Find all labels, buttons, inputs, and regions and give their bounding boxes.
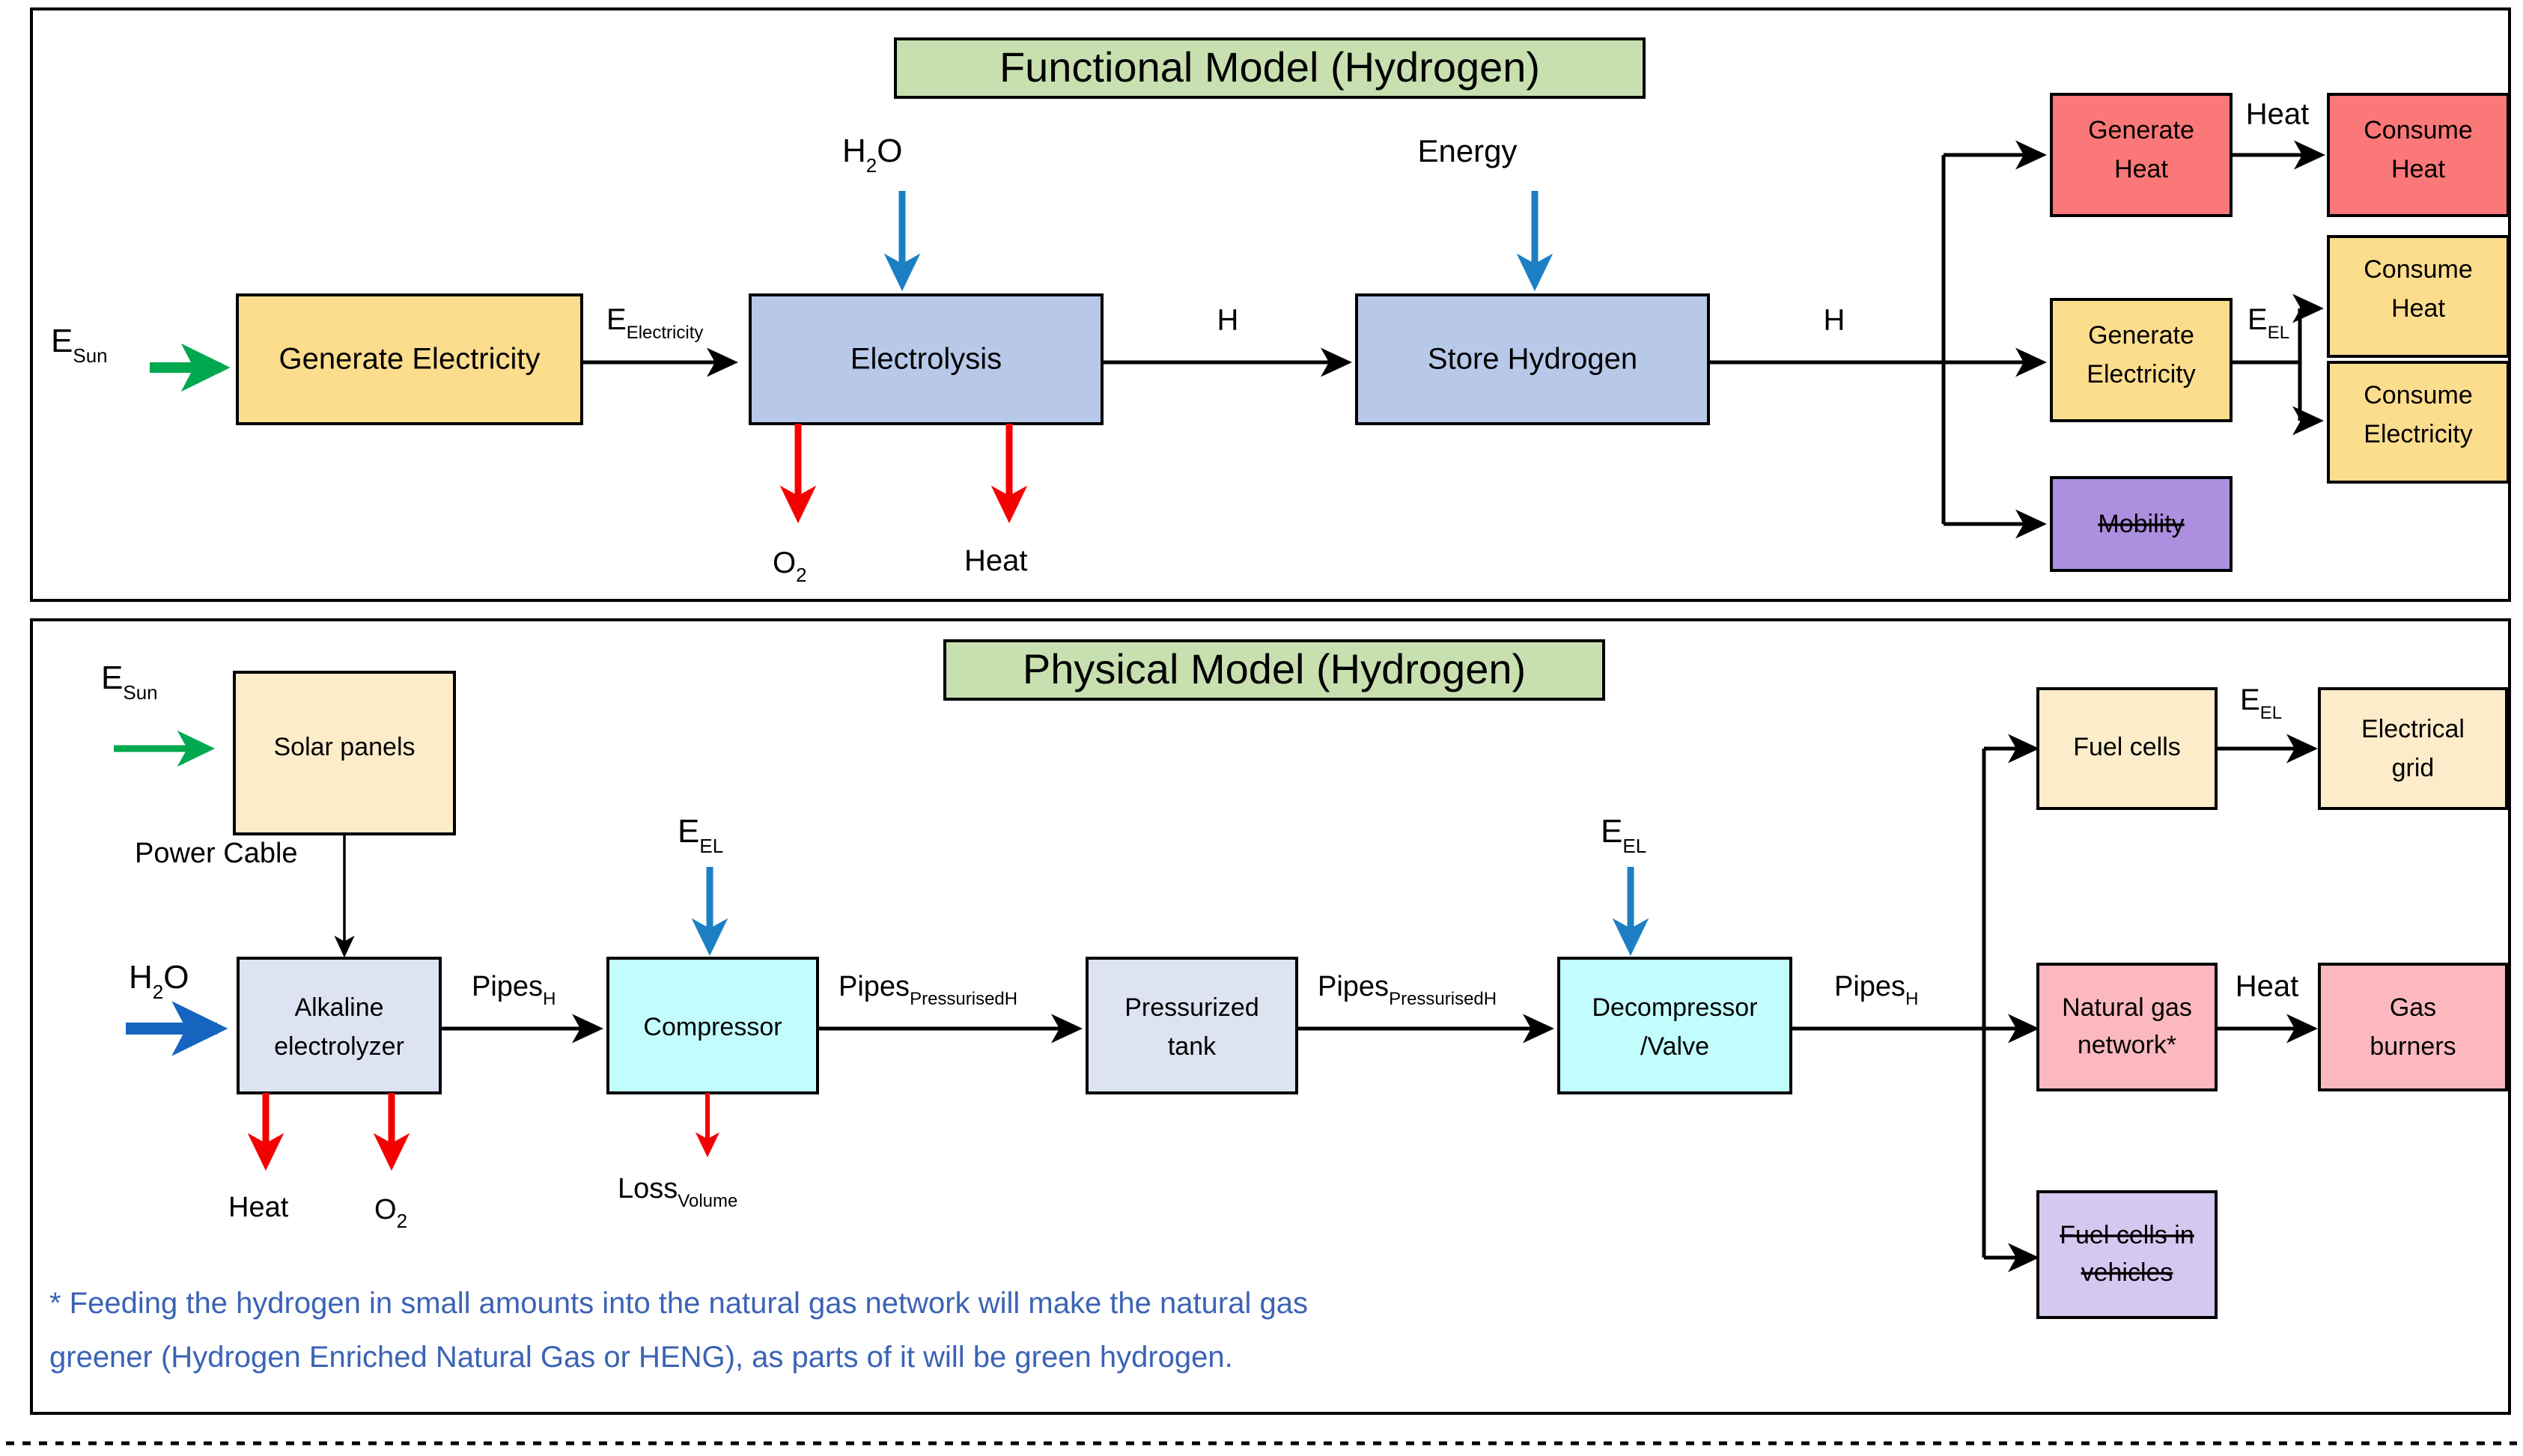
box-store-hydrogen[interactable]: Store Hydrogen	[1355, 293, 1710, 425]
box-pressurized-tank[interactable]: Pressurized tank	[1086, 957, 1298, 1094]
box-natural-gas-network-label2: network*	[2078, 1031, 2176, 1059]
physical-heat-output: Heat	[228, 1093, 289, 1223]
flow-label-heat-top: Heat	[2246, 98, 2310, 131]
box-generate-electricity-2[interactable]: Generate Electricity	[2050, 298, 2233, 422]
box-decompressor-valve[interactable]: Decompressor /Valve	[1557, 957, 1792, 1094]
box-natural-gas-network-label1: Natural gas	[2062, 993, 2192, 1022]
box-fuel-cells-in-vehicles[interactable]: Fuel cells in vehicles	[2036, 1190, 2218, 1319]
box-solar-panels-label: Solar panels	[273, 733, 415, 761]
functional-energy-label: Energy	[1417, 133, 1517, 168]
box-fuel-cells-label: Fuel cells	[2073, 733, 2181, 761]
flow-label-e-electricity: EElectricity	[606, 303, 703, 343]
box-compressor-label: Compressor	[643, 1013, 782, 1041]
physical-h2o-label: H2O	[129, 959, 189, 1003]
flow-label-pipes-h-1: PipesH	[472, 971, 556, 1009]
box-generate-electricity-2-label1: Generate	[2088, 321, 2194, 350]
functional-o2-label: O2	[773, 546, 807, 586]
physical-lossvolume-output: LossVolume	[618, 1093, 737, 1211]
box-solar-panels[interactable]: Solar panels	[233, 671, 456, 835]
physical-eel-compressor-input: EEL	[678, 813, 728, 957]
box-gas-burners-label2: burners	[2370, 1032, 2456, 1061]
functional-h2o-label: H2O	[842, 132, 902, 177]
functional-energy-input: Energy	[1417, 133, 1553, 292]
physical-eel-compressor-label: EEL	[678, 813, 723, 857]
flow-label-pipes-h-2: PipesH	[1834, 971, 1918, 1009]
box-electrolysis-label: Electrolysis	[850, 343, 1002, 376]
functional-h2o-input: H2O	[842, 132, 921, 292]
functional-heat-output: Heat	[964, 424, 1028, 577]
flow-label-pipes-pressurisedh-1: PipesPressurisedH	[839, 971, 1017, 1009]
box-alkaline-electrolyzer-label2: electrolyzer	[274, 1032, 404, 1061]
box-gas-burners-label1: Gas	[2390, 993, 2436, 1022]
physical-eel-decompressor-input: EEL	[1601, 813, 1649, 957]
footnote-line-2: greener (Hydrogen Enriched Natural Gas o…	[49, 1341, 1233, 1374]
box-consume-electricity-label2: Electricity	[2364, 420, 2472, 448]
footnote-line-1: * Feeding the hydrogen in small amounts …	[49, 1287, 1308, 1320]
physical-o2-label: O2	[374, 1194, 407, 1232]
functional-model-title-banner: Functional Model (Hydrogen)	[894, 37, 1646, 99]
box-fuel-cells-in-vehicles-label2: vehicles	[2081, 1258, 2173, 1287]
box-gas-burners[interactable]: Gas burners	[2318, 963, 2508, 1091]
box-generate-heat-label2: Heat	[2114, 155, 2168, 183]
physical-h2o-input: H2O	[126, 959, 228, 1056]
box-alkaline-electrolyzer-label1: Alkaline	[294, 993, 383, 1022]
box-generate-electricity-label: Generate Electricity	[279, 343, 540, 376]
physical-eel-decompressor-label: EEL	[1601, 813, 1646, 857]
physical-esun-input: ESun	[101, 660, 216, 767]
physical-model-title: Physical Model (Hydrogen)	[1023, 645, 1526, 692]
box-consume-heat-yellow-label1: Consume	[2364, 255, 2473, 284]
flow-label-power-cable: Power Cable	[135, 838, 298, 869]
box-mobility[interactable]: Mobility	[2050, 476, 2233, 572]
box-generate-heat-label1: Generate	[2088, 116, 2194, 144]
box-consume-heat-yellow-label2: Heat	[2391, 294, 2445, 323]
box-consume-electricity[interactable]: Consume Electricity	[2327, 361, 2510, 484]
box-fuel-cells-in-vehicles-label1: Fuel cells in	[2060, 1221, 2194, 1249]
box-consume-heat-red-label2: Heat	[2391, 155, 2445, 183]
box-consume-electricity-label1: Consume	[2364, 381, 2473, 409]
box-electrical-grid-label2: grid	[2392, 754, 2435, 782]
functional-esun-label: ESun	[51, 323, 108, 367]
box-store-hydrogen-label: Store Hydrogen	[1428, 343, 1637, 376]
flow-label-eel-physical: EEL	[2240, 683, 2282, 723]
physical-esun-label: ESun	[101, 660, 158, 704]
box-alkaline-electrolyzer[interactable]: Alkaline electrolyzer	[237, 957, 442, 1094]
box-natural-gas-network[interactable]: Natural gas network*	[2036, 963, 2218, 1091]
functional-esun-input: ESun	[51, 323, 231, 392]
box-decompressor-valve-label2: /Valve	[1640, 1032, 1709, 1061]
box-consume-heat-yellow[interactable]: Consume Heat	[2327, 235, 2510, 358]
box-pressurized-tank-label2: tank	[1168, 1032, 1217, 1061]
box-generate-electricity[interactable]: Generate Electricity	[236, 293, 583, 425]
flow-label-eel-functional: EEL	[2247, 303, 2289, 343]
physical-model-panel	[30, 618, 2511, 1415]
box-generate-electricity-2-label2: Electricity	[2087, 360, 2195, 389]
box-pressurized-tank-label1: Pressurized	[1124, 993, 1259, 1022]
box-generate-heat[interactable]: Generate Heat	[2050, 93, 2233, 217]
box-consume-heat-red-label1: Consume	[2364, 116, 2473, 144]
flow-label-heat-physical: Heat	[2236, 970, 2299, 1003]
flow-label-h-2: H	[1824, 304, 1845, 337]
box-fuel-cells[interactable]: Fuel cells	[2036, 687, 2218, 810]
physical-model-title-banner: Physical Model (Hydrogen)	[943, 639, 1605, 701]
box-electrolysis[interactable]: Electrolysis	[749, 293, 1104, 425]
flow-label-pipes-pressurisedh-2: PipesPressurisedH	[1318, 971, 1497, 1009]
box-electrical-grid[interactable]: Electrical grid	[2318, 687, 2508, 810]
box-decompressor-valve-label1: Decompressor	[1592, 993, 1757, 1022]
functional-model-title: Functional Model (Hydrogen)	[999, 43, 1540, 91]
functional-o2-output: O2	[773, 424, 817, 586]
physical-lossvolume-label: LossVolume	[618, 1173, 737, 1211]
functional-heat-label: Heat	[964, 544, 1028, 577]
physical-heat-label: Heat	[228, 1192, 289, 1223]
box-electrical-grid-label1: Electrical	[2361, 715, 2465, 743]
box-compressor[interactable]: Compressor	[606, 957, 819, 1094]
physical-o2-output: O2	[373, 1093, 410, 1232]
flow-label-h-1: H	[1217, 304, 1239, 337]
box-consume-heat-red[interactable]: Consume Heat	[2327, 93, 2510, 217]
box-mobility-label: Mobility	[2098, 510, 2184, 538]
